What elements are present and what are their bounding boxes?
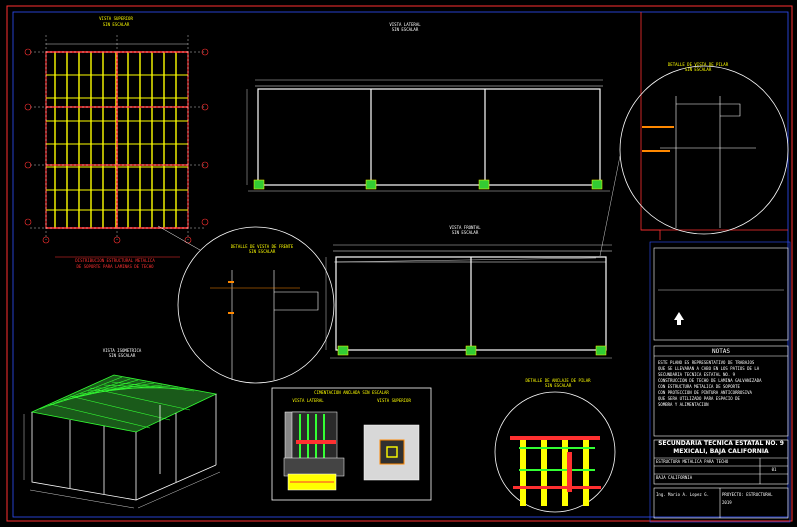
detail-anchor-label-1: DETALLE DE ANCLAJE DE PILAR: [525, 378, 591, 383]
anchorage-panel: [271, 387, 432, 501]
side-view-footings: [253, 179, 603, 190]
front-view-footings: [337, 345, 607, 356]
school-name: SECUNDARIA TECNICA ESTATAL NO. 9: [658, 440, 784, 447]
detail-pillar-label-1: DETALLE DE VISTA DE PILAR: [667, 62, 729, 67]
detail-front-content: [210, 270, 319, 380]
top-view-caption-1: DISTRIBUCION ESTRUCTURAL METALICA: [75, 258, 155, 263]
drawing-date: 2019: [722, 500, 732, 505]
detail-circle-anchor: [494, 391, 616, 513]
detail-anchor-label-2: SIN ESCALAR: [544, 383, 572, 388]
note-line: CONSTRUCCION DE TECHO DE LAMINA GALVANIZ…: [658, 378, 762, 383]
detail-front-label-1: DETALLE DE VISTA DE FRENTE: [230, 244, 294, 249]
title-block: [649, 241, 791, 523]
top-view-title: VISTA SUPERIOR: [99, 16, 133, 21]
detail-pillar-label-2: SIN ESCALAR: [684, 67, 712, 72]
project-name: ESTRUCTURA METALICA PARA TECHO: [656, 459, 729, 464]
front-view-title: VISTA FRONTAL: [449, 225, 481, 230]
anchorage-right-label: VISTA SUPERIOR: [377, 398, 411, 403]
notes-list: ESTE PLANO ES REPRESENTATIVO DE TRABAJOS…: [658, 360, 786, 434]
front-view-subtitle: SIN ESCALAR: [451, 230, 479, 235]
detail-circle-front: [157, 225, 597, 384]
detail-circle-pillar: [599, 65, 789, 257]
iso-view-title: VISTA ISOMETRICA: [102, 348, 142, 353]
side-view: [246, 79, 603, 186]
detail-front-label-2: SIN ESCALAR: [248, 249, 276, 254]
isometric-view: [23, 374, 221, 509]
anchorage-title: CIMENTACION ANCLADA SIN ESCALAR: [314, 390, 389, 395]
school-city: MEXICALI, BAJA CALIFORNIA: [673, 448, 769, 455]
iso-view-subtitle: SIN ESCALAR: [108, 353, 136, 358]
note-line: ESTE PLANO ES REPRESENTATIVO DE TRABAJOS: [658, 360, 755, 365]
top-view-plan: [24, 35, 209, 258]
top-view-subtitle: SIN ESCALAR: [102, 22, 130, 27]
anchorage-left-label: VISTA LATERAL: [292, 398, 324, 403]
state-name: BAJA CALIFORNIA: [656, 475, 693, 480]
note-line: CON ESTRUCTURA METALICA DE SOPORTE: [658, 384, 740, 389]
north-arrow-icon: [674, 312, 684, 325]
side-view-title: VISTA LATERAL: [389, 22, 421, 27]
note-line: SOMBRA Y ALIMENTACION: [658, 402, 709, 407]
author-left: Ing. Mario A. Lopez G.: [656, 492, 709, 497]
author-right: PROYECTO: ESTRUCTURAL: [722, 492, 773, 497]
top-view-caption-2: DE SOPORTE PARA LAMINAS DE TECHO: [76, 264, 154, 269]
detail-pillar-content: [660, 96, 756, 228]
detail-anchor-content: [510, 436, 601, 506]
note-line: QUE SE LLEVARAN A CABO EN LOS PATIOS DE …: [658, 366, 760, 371]
note-line: QUE SERA UTILIZADO PARA ESPACIO DE: [658, 396, 740, 401]
notes-header: NOTAS: [711, 348, 731, 355]
note-line: SECUNDARIA TECNICA ESTATAL NO. 9: [658, 372, 736, 377]
sheet-code: 01: [771, 467, 777, 472]
sheet-frame-outer: [6, 5, 793, 522]
side-view-subtitle: SIN ESCALAR: [391, 27, 419, 32]
note-line: CON PROTECCION DE PINTURA ANTICORROSIVA: [658, 390, 752, 395]
